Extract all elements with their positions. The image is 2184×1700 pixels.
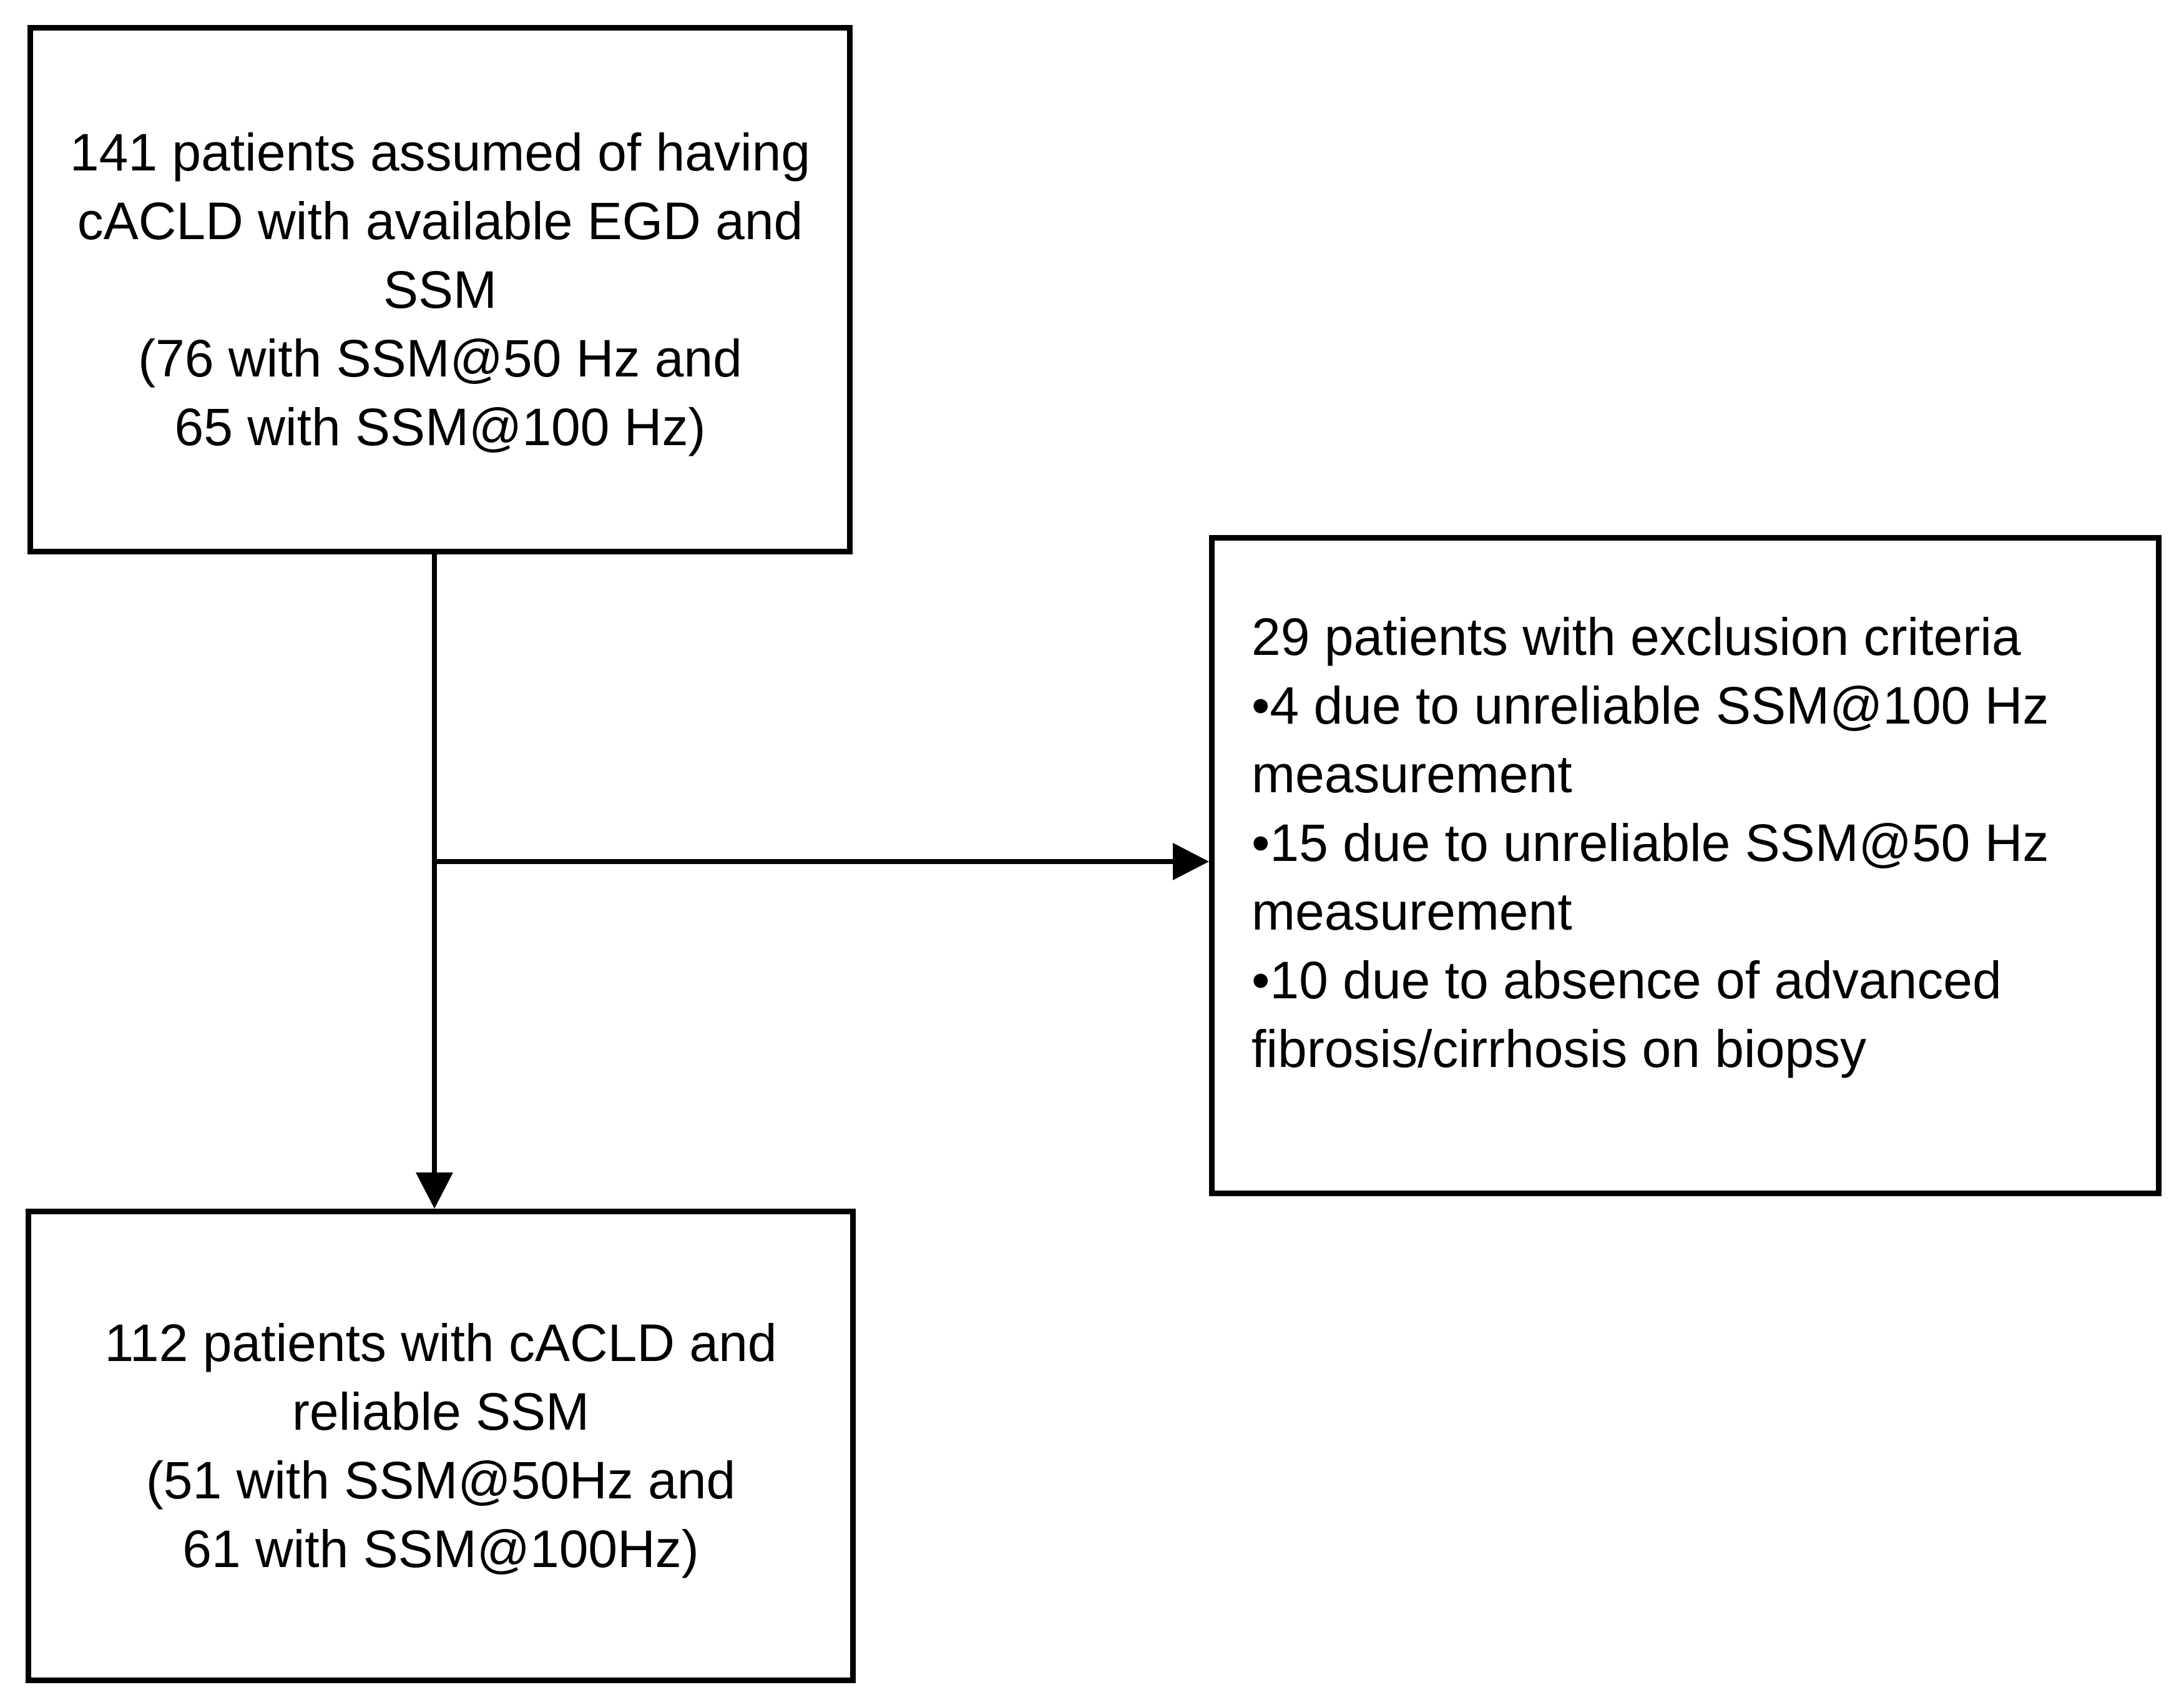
connector-vertical-line	[432, 554, 437, 1176]
connector-horizontal-line	[432, 859, 1176, 864]
included-line-1: 112 patients with cACLD and	[104, 1314, 777, 1372]
box-exclusion-criteria: 29 patients with exclusion criteria •4 d…	[1209, 535, 2162, 1196]
exclusion-line-1: 29 patients with exclusion criteria	[1251, 607, 2021, 666]
included-line-3: (51 with SSM@50Hz and	[145, 1451, 736, 1510]
exclusion-line-5: measurement	[1251, 882, 1572, 941]
included-line-4: 61 with SSM@100Hz)	[182, 1520, 699, 1578]
enrolled-line-2: cACLD with available EGD and	[77, 192, 803, 250]
exclusion-line-3: measurement	[1251, 745, 1572, 803]
exclusion-line-7: fibrosis/cirrhosis on biopsy	[1251, 1020, 1867, 1078]
included-line-2: reliable SSM	[291, 1382, 590, 1441]
exclusion-line-4: •15 due to unreliable SSM@50 Hz	[1251, 813, 2049, 872]
box-enrolled-patients: 141 patients assumed of having cACLD wit…	[27, 25, 853, 554]
box-included-patients: 112 patients with cACLD and reliable SSM…	[26, 1209, 856, 1683]
arrow-right-icon	[1173, 843, 1209, 880]
enrolled-line-1: 141 patients assumed of having	[69, 123, 811, 182]
enrolled-line-3: SSM	[383, 260, 497, 319]
exclusion-line-6: •10 due to absence of advanced	[1251, 951, 2002, 1010]
enrolled-line-4: (76 with SSM@50 Hz and	[138, 329, 742, 388]
exclusion-line-2: •4 due to unreliable SSM@100 Hz	[1251, 676, 2049, 735]
arrow-down-icon	[416, 1172, 453, 1209]
enrolled-line-5: 65 with SSM@100 Hz)	[174, 398, 706, 456]
